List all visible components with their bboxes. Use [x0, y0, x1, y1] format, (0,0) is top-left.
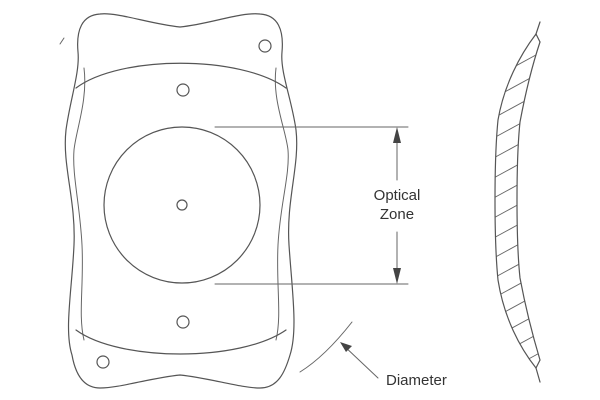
diameter-arc: [299, 321, 353, 373]
section-bottom-edge: [535, 367, 541, 383]
arrowhead-down-icon: [393, 268, 401, 284]
arrowhead-up-icon: [393, 127, 401, 143]
top-right-hole: [258, 39, 272, 53]
lens-front-view: [59, 13, 298, 389]
optical-zone-label-line1: Optical: [374, 187, 421, 204]
bottom-left-hole: [96, 355, 110, 369]
upper-optic-arc: [75, 62, 287, 89]
section-bottom-cap: [535, 359, 541, 369]
section-inner-surface: [516, 41, 541, 361]
section-top-cap: [535, 33, 541, 43]
diameter-callout: Diameter: [299, 321, 447, 389]
section-outer-surface: [494, 33, 537, 369]
left-inner-edge: [73, 67, 86, 341]
section-top-edge: [535, 21, 541, 35]
optical-zone-dimension: Optical Zone: [214, 126, 421, 285]
optical-zone-label-line2: Zone: [380, 206, 414, 223]
bottom-center-hole: [176, 315, 190, 329]
top-center-hole: [176, 83, 190, 97]
lens-outline: [64, 13, 298, 389]
diameter-label: Diameter: [386, 372, 447, 389]
lower-optic-arc: [75, 329, 287, 355]
optical-zone-circle: [103, 126, 261, 284]
lens-side-section: [494, 21, 541, 383]
right-inner-edge: [274, 67, 289, 341]
stray-mark: [59, 37, 65, 45]
diameter-arrowhead-icon: [340, 342, 352, 352]
center-hole: [176, 199, 188, 211]
